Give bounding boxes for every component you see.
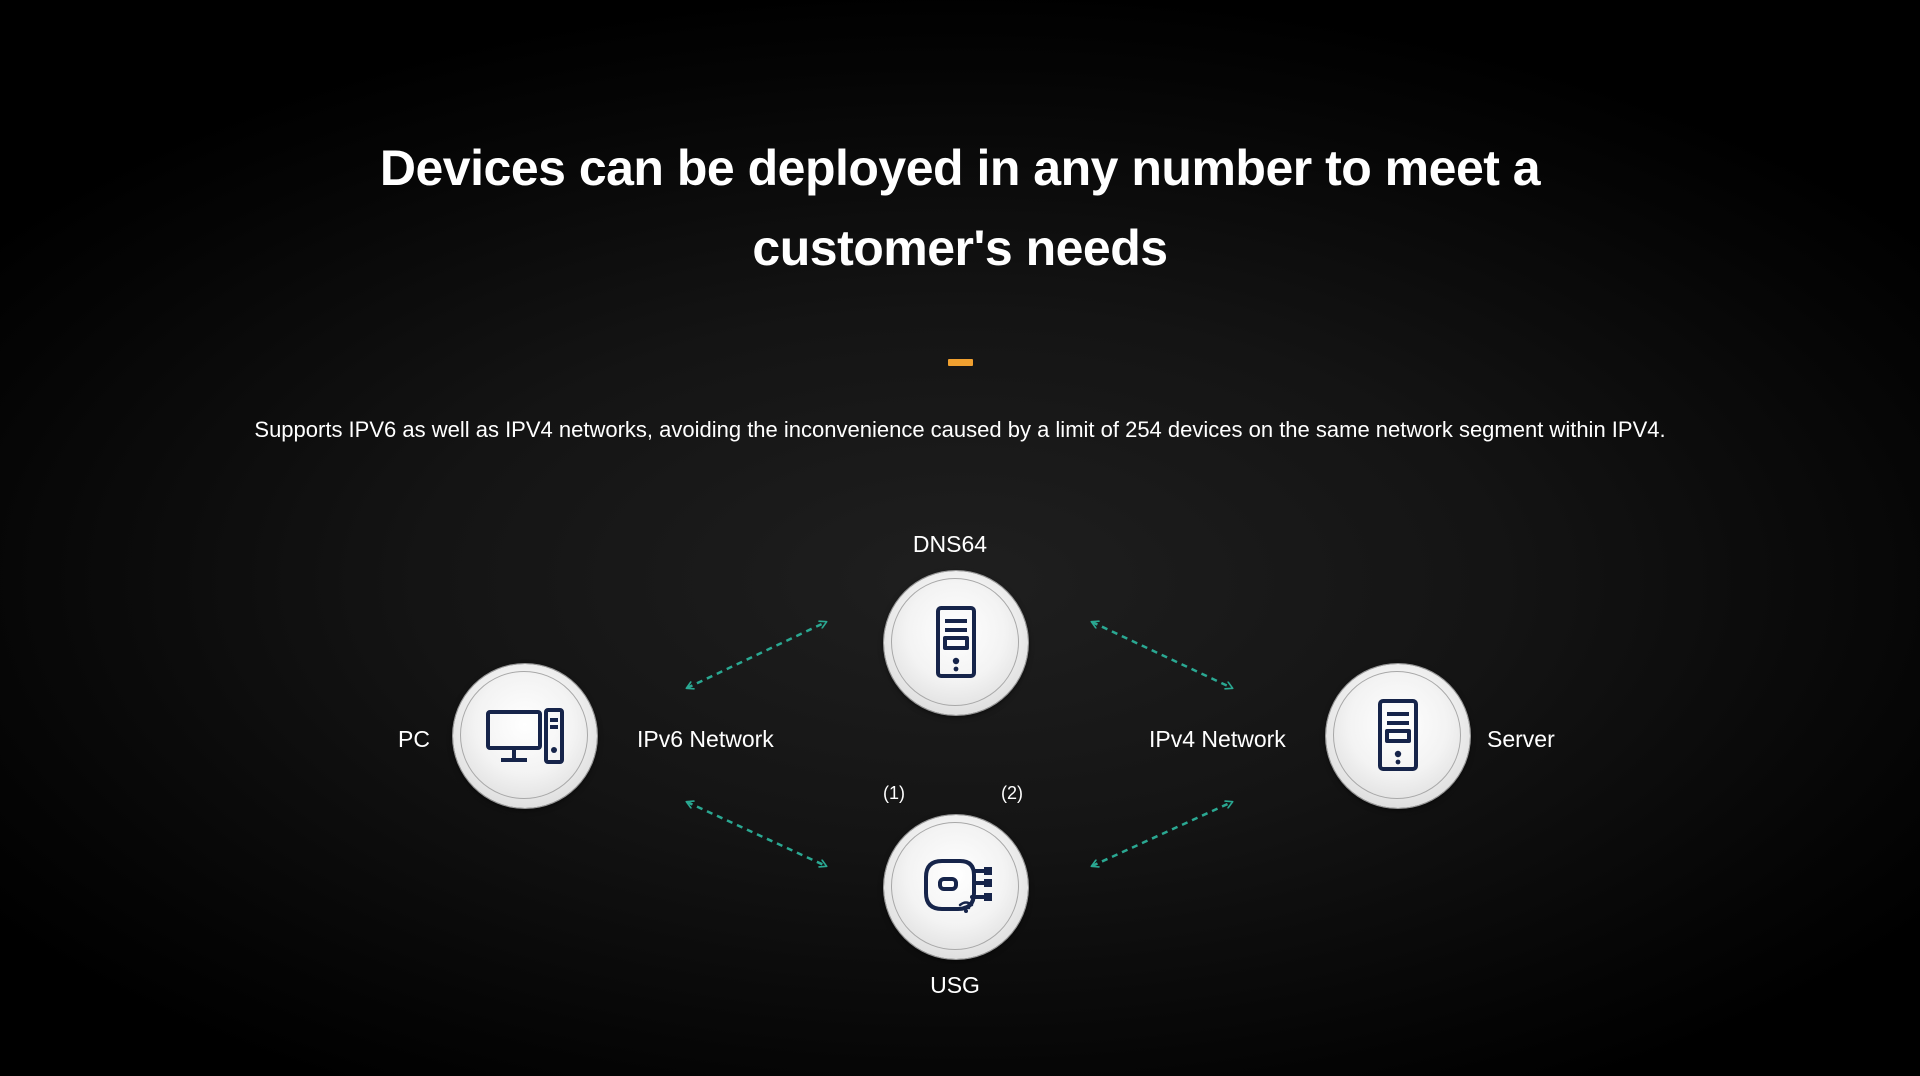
server-tower-icon — [1378, 699, 1418, 771]
usg-label: USG — [930, 972, 980, 998]
ipv4-network-label: IPv4 Network — [1149, 726, 1286, 752]
page-headline: Devices can be deployed in any number to… — [0, 128, 1920, 288]
server-node — [1326, 664, 1470, 808]
pc-label: PC — [398, 726, 430, 752]
link-dns64-server-arrow — [1092, 622, 1232, 688]
server-label: Server — [1487, 726, 1555, 752]
link-pc-usg-arrow — [687, 802, 826, 866]
link-pc-dns64-arrow — [687, 622, 826, 688]
ipv6-network-label: IPv6 Network — [637, 726, 774, 752]
headline-line-2: customer's needs — [752, 220, 1168, 276]
desktop-computer-icon — [486, 708, 564, 764]
marker-one: (1) — [883, 783, 905, 803]
link-usg-server-arrow — [1092, 802, 1232, 866]
dns64-node — [884, 571, 1028, 715]
marker-two: (2) — [1001, 783, 1023, 803]
description-text: Supports IPV6 as well as IPV4 networks, … — [254, 417, 1666, 442]
dns64-label: DNS64 — [912, 531, 988, 557]
accent-divider — [948, 359, 973, 366]
headline-line-1: Devices can be deployed in any number to… — [379, 140, 1541, 196]
pc-node — [453, 664, 597, 808]
usg-node — [884, 815, 1028, 959]
security-gateway-icon — [924, 859, 992, 913]
server-tower-icon — [936, 606, 976, 678]
